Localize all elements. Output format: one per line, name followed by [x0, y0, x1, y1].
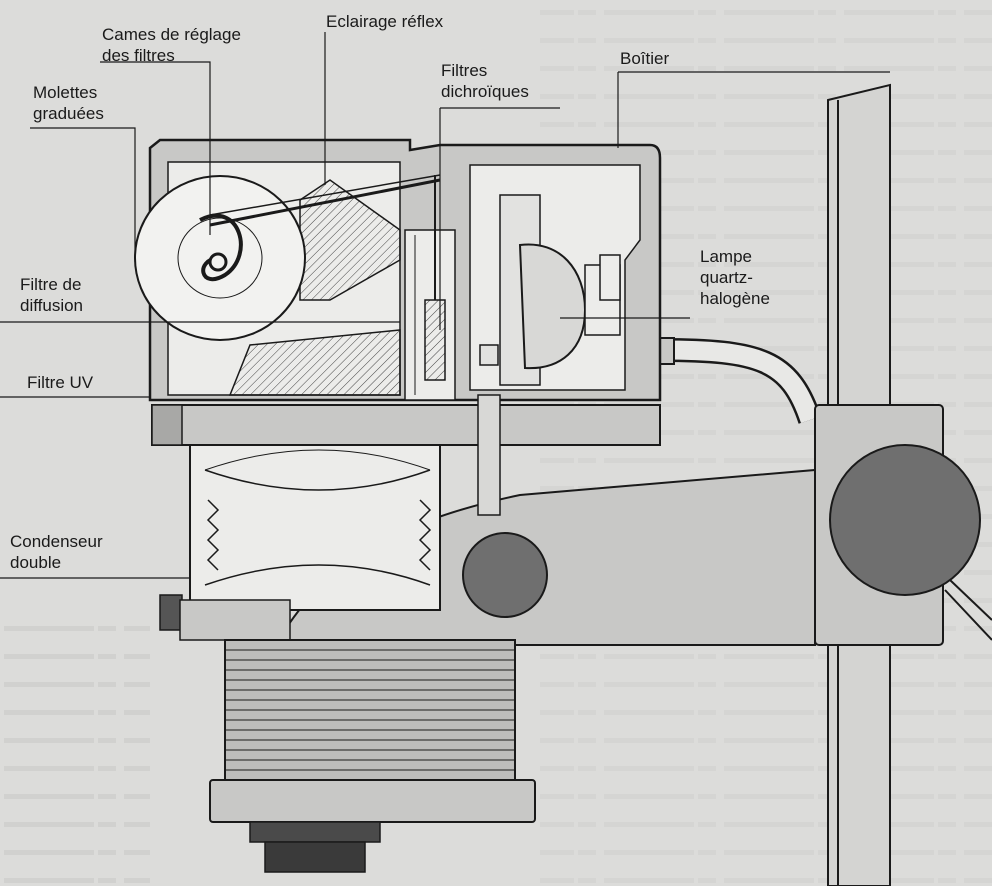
- label-line: diffusion: [20, 296, 84, 315]
- label-molettes-graduees: Molettes graduées: [33, 82, 104, 124]
- graduated-dial: [134, 174, 441, 341]
- label-line: Molettes: [33, 83, 98, 102]
- label-line: graduées: [33, 104, 104, 123]
- label-filtre-diffusion: Filtre de diffusion: [20, 274, 83, 316]
- label-line: Cames de réglage: [102, 25, 241, 44]
- label-line: Eclairage réflex: [326, 12, 444, 31]
- carriage-bracket: [814, 404, 992, 646]
- background-text-left: [0, 620, 150, 886]
- label-filtres-dichroiques: Filtres dichroïques: [441, 60, 529, 102]
- label-line: dichroïques: [441, 82, 529, 101]
- label-line: halogène: [700, 289, 770, 308]
- label-line: Condenseur: [10, 532, 103, 551]
- label-eclairage-reflex: Eclairage réflex: [326, 11, 443, 32]
- lens-bellows: [209, 639, 536, 873]
- label-cames-reglage: Cames de réglage des filtres: [102, 24, 241, 66]
- label-line: double: [10, 553, 62, 572]
- label-line: Filtres: [441, 61, 488, 80]
- label-lampe-quartz-halogene: Lampe quartz- halogène: [700, 246, 770, 309]
- label-line: quartz-: [700, 268, 753, 287]
- label-boitier: Boîtier: [620, 48, 669, 69]
- label-line: Filtre de: [20, 275, 82, 294]
- label-line: Lampe: [700, 247, 752, 266]
- label-line: Filtre UV: [27, 373, 94, 392]
- leader-lines: [0, 32, 890, 579]
- filter-drawer: [151, 394, 661, 516]
- label-line: des filtres: [102, 46, 175, 65]
- dichroic-filters: [404, 175, 456, 401]
- label-filtre-uv: Filtre UV: [27, 372, 93, 393]
- label-line: Boîtier: [620, 49, 670, 68]
- lamp-reflector: [479, 194, 621, 386]
- label-condenseur-double: Condenseur double: [10, 531, 103, 573]
- condenser-housing: [159, 444, 441, 641]
